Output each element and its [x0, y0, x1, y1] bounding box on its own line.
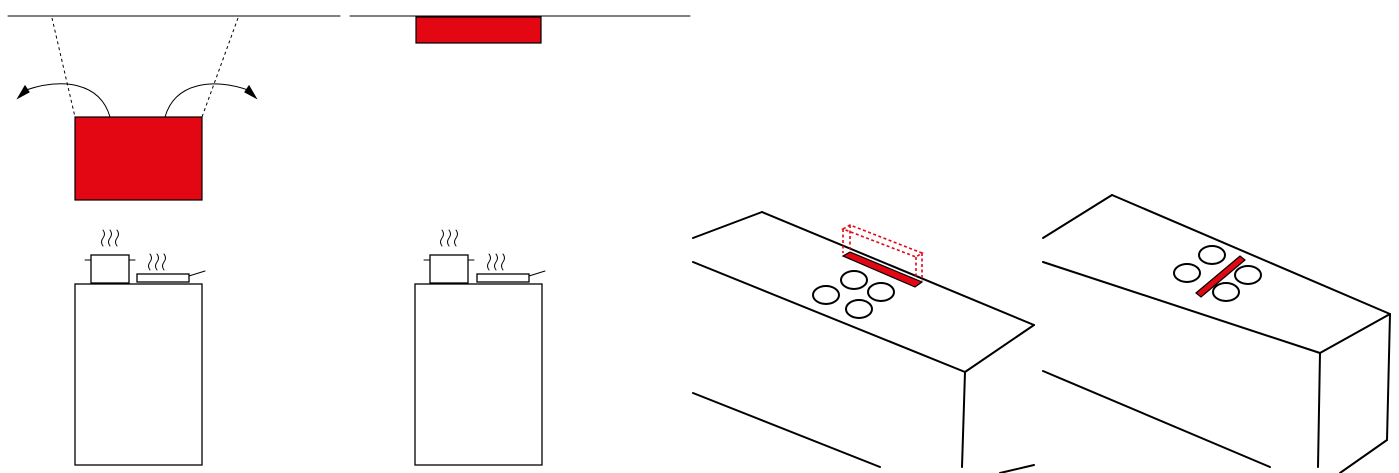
arrowhead-left-icon	[16, 84, 30, 100]
burner-icon	[845, 299, 873, 319]
burner-icon	[840, 270, 868, 290]
burner-icon	[812, 285, 840, 305]
panel-cooktop-perspective-integrated	[1042, 194, 1391, 473]
panel-front-view-recessed	[349, 15, 691, 466]
kitchen-cabinet	[414, 283, 543, 466]
swing-arrow-left	[25, 83, 111, 118]
burner-icon	[867, 282, 895, 302]
panel-front-view-hood	[7, 15, 341, 466]
arrowhead-right-icon	[244, 84, 258, 100]
burner-icon	[1173, 263, 1201, 283]
integrated-vent-strip	[1195, 255, 1246, 298]
recessed-hood-unit	[415, 16, 542, 44]
hood-unit	[74, 116, 203, 201]
hood-left-guide-line	[51, 17, 76, 118]
steaming-pots-icon	[423, 229, 546, 284]
panel-cooktop-perspective-retracted	[692, 211, 1035, 473]
burner-icon	[1212, 282, 1240, 302]
retracted-vent-strip	[841, 251, 924, 288]
swing-arrow-right	[164, 83, 249, 118]
steaming-pots-icon	[84, 229, 206, 284]
burner-icon	[1234, 265, 1262, 285]
hood-right-guide-line	[201, 17, 239, 118]
burner-icon	[1198, 245, 1226, 265]
kitchen-cabinet	[74, 283, 203, 466]
raised-vent-outline	[841, 224, 924, 283]
